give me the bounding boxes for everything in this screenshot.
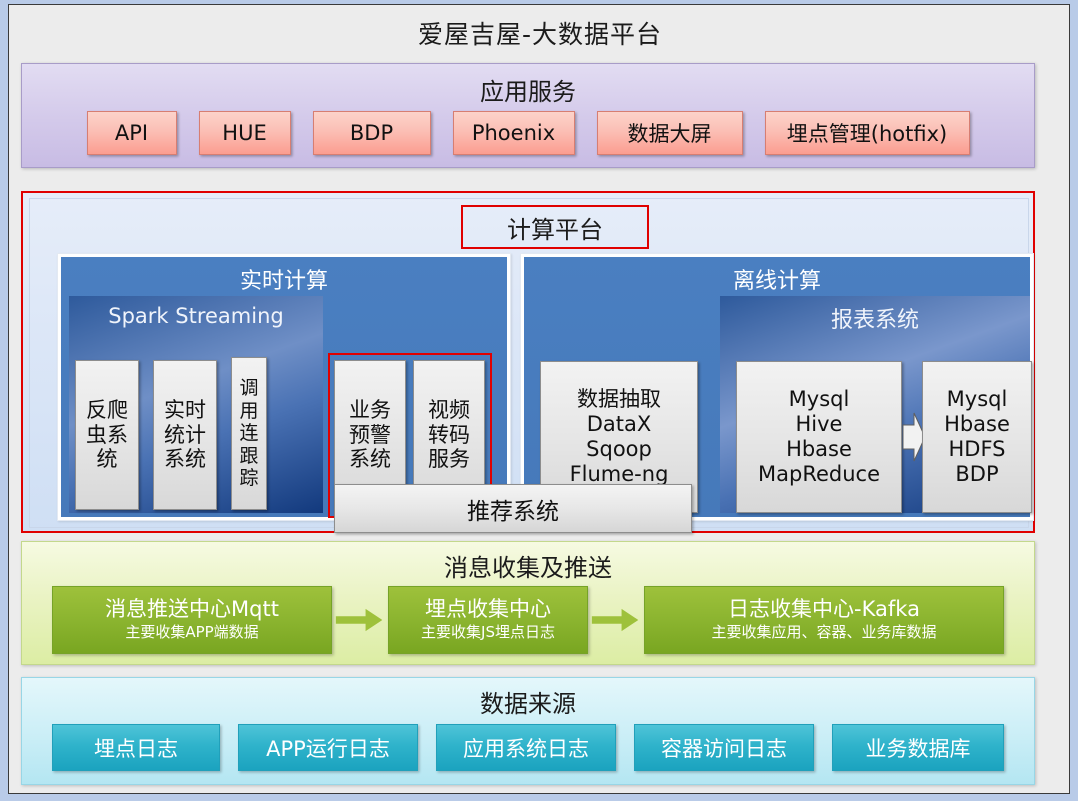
card-anti-crawler-system[interactable]: 反爬 虫系 统: [75, 360, 139, 510]
realtime-compute-panel: 实时计算 Spark Streaming 反爬 虫系 统 实时 统计 系统: [57, 253, 511, 521]
card-line: BDP: [955, 461, 999, 486]
data-source-business-database[interactable]: 业务数据库: [832, 724, 1004, 771]
card-realtime-statistics-system[interactable]: 实时 统计 系统: [153, 360, 217, 510]
card-line: Sqoop: [586, 437, 652, 461]
card-line: HDFS: [948, 437, 1006, 461]
card-line: Mysql: [788, 387, 850, 412]
offline-compute-panel-body: 离线计算 报表系统 数据抽取 DataX Sqoop Flume-ng Mysq…: [524, 257, 1032, 517]
compute-platform-title: 计算平台: [461, 205, 649, 249]
card-call-chain-tracing[interactable]: 调 用 连 跟 踪: [231, 357, 267, 510]
card-line: 实时: [164, 397, 206, 422]
application-services-layer: 应用服务 API HUE BDP Phoenix 数据大屏 埋点管理(hotfi…: [21, 63, 1035, 168]
app-service-api[interactable]: API: [86, 111, 177, 155]
message-push-center-mqtt[interactable]: 消息推送中心Mqtt 主要收集APP端数据: [52, 586, 332, 654]
card-line: Flume-ng: [569, 461, 669, 486]
data-source-app-runtime-log[interactable]: APP运行日志: [238, 724, 418, 771]
diagram-frame: 爱屋吉屋-大数据平台 应用服务 API HUE BDP Phoenix 数据大屏…: [8, 4, 1070, 794]
app-service-phoenix[interactable]: Phoenix: [452, 111, 575, 155]
card-line: 用: [239, 399, 259, 422]
realtime-compute-heading: 实时计算: [239, 269, 328, 294]
data-source-title: 数据来源: [480, 690, 576, 718]
card-storage-compute-engines[interactable]: Mysql Hive Hbase MapReduce: [736, 361, 902, 513]
message-box-sub-label: 主要收集应用、容器、业务库数据: [711, 623, 937, 642]
message-box-main-label: 消息推送中心Mqtt: [105, 597, 279, 622]
report-system-label: 报表系统: [830, 308, 919, 333]
message-collection-layer: 消息收集及推送 消息推送中心Mqtt 主要收集APP端数据 埋点收集中心 主要收…: [21, 541, 1035, 665]
message-box-sub-label: 主要收集APP端数据: [125, 623, 259, 642]
card-line: DataX: [586, 412, 652, 437]
app-service-bdp[interactable]: BDP: [312, 111, 431, 155]
arrow-right-icon: [588, 586, 644, 654]
recommendation-system-bar[interactable]: 推荐系统: [334, 484, 692, 533]
card-line: Hbase: [944, 412, 1010, 437]
data-source-layer: 数据来源 埋点日志 APP运行日志 应用系统日志 容器访问日志 业务数据库: [21, 677, 1035, 785]
spark-streaming-label: Spark Streaming: [108, 304, 284, 328]
card-line: 连: [239, 422, 259, 445]
card-line: 数据抽取: [577, 387, 661, 412]
realtime-compute-panel-body: 实时计算 Spark Streaming 反爬 虫系 统 实时 统计 系统: [61, 257, 507, 518]
message-box-main-label: 埋点收集中心: [425, 597, 551, 622]
card-line: MapReduce: [758, 461, 880, 486]
app-service-hue[interactable]: HUE: [198, 111, 291, 155]
card-line: 视频: [428, 397, 470, 422]
application-services-row: API HUE BDP Phoenix 数据大屏 埋点管理(hotfix): [22, 111, 1034, 155]
card-line: 系统: [164, 447, 206, 472]
card-line: 踪: [239, 467, 259, 490]
card-line: 系统: [349, 447, 391, 472]
card-line: 虫系: [86, 422, 128, 447]
data-source-row: 埋点日志 APP运行日志 应用系统日志 容器访问日志 业务数据库: [22, 724, 1034, 771]
application-services-title: 应用服务: [480, 78, 576, 106]
tracking-collection-center[interactable]: 埋点收集中心 主要收集JS埋点日志: [388, 586, 588, 654]
data-source-application-system-log[interactable]: 应用系统日志: [436, 724, 616, 771]
card-line: 调: [239, 377, 259, 400]
card-line: 业务: [349, 397, 391, 422]
card-line: Hbase: [786, 437, 852, 461]
offline-compute-heading: 离线计算: [732, 269, 821, 294]
card-line: 服务: [428, 447, 470, 472]
message-box-main-label: 日志收集中心-Kafka: [728, 597, 920, 622]
arrow-right-icon: [332, 586, 388, 654]
data-source-tracking-log[interactable]: 埋点日志: [52, 724, 220, 771]
log-collection-center-kafka[interactable]: 日志收集中心-Kafka 主要收集应用、容器、业务库数据: [644, 586, 1004, 654]
message-collection-row: 消息推送中心Mqtt 主要收集APP端数据 埋点收集中心 主要收集JS埋点日志: [22, 586, 1034, 654]
card-line: 统: [96, 447, 118, 472]
message-collection-title: 消息收集及推送: [444, 554, 612, 582]
offline-compute-panel: 离线计算 报表系统 数据抽取 DataX Sqoop Flume-ng Mysq…: [520, 253, 1034, 521]
card-output-storage[interactable]: Mysql Hbase HDFS BDP: [922, 361, 1032, 513]
data-source-container-access-log[interactable]: 容器访问日志: [634, 724, 814, 771]
message-box-sub-label: 主要收集JS埋点日志: [421, 623, 555, 642]
app-service-tracking-management[interactable]: 埋点管理(hotfix): [764, 111, 970, 155]
card-line: 统计: [164, 422, 206, 447]
card-line: 跟: [239, 444, 259, 467]
card-line: Hive: [795, 412, 843, 437]
card-line: Mysql: [946, 387, 1008, 412]
card-line: 预警: [349, 422, 391, 447]
compute-platform-layer: 计算平台 实时计算 Spark Streaming 反爬 虫系 统 实时: [21, 191, 1035, 533]
page-title: 爱屋吉屋-大数据平台: [417, 20, 663, 49]
card-line: 反爬: [86, 397, 128, 422]
flow-arrow-icon: [902, 407, 926, 467]
card-line: 转码: [428, 422, 470, 447]
app-service-data-screen[interactable]: 数据大屏: [596, 111, 743, 155]
